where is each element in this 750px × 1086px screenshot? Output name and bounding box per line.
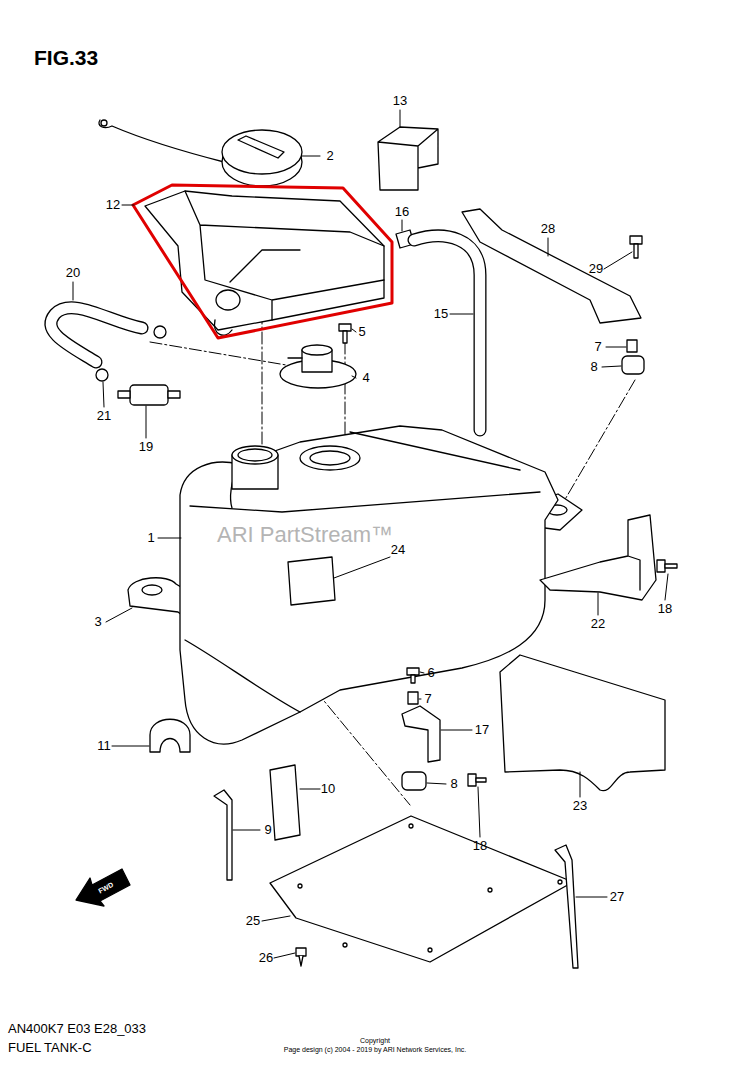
footer-note: Page design (c) 2004 - 2019 by ARI Netwo… [284,1046,466,1054]
stay-bracket [462,209,641,323]
callout-number: 15 [434,307,448,321]
callout-number: 18 [473,839,487,853]
clip [296,948,306,966]
bolt [468,774,486,786]
callout-number: 7 [594,340,601,354]
bolt [339,324,351,343]
label-plate [288,557,335,605]
figure-caption: FUEL TANK-C [8,1041,92,1055]
cable-tie [555,845,578,968]
callout-number: 10 [321,782,335,796]
highlight-outline [133,185,392,338]
callout-number: 17 [475,723,489,737]
callout-number: 21 [97,409,111,423]
callout-number: 13 [393,94,407,108]
bracket [402,706,440,762]
callout-number: 12 [106,198,120,212]
callout-number: 22 [591,617,605,631]
callout-number: 4 [362,371,369,385]
bolt [407,668,419,683]
fuel-filter [118,385,180,405]
callout-number: 6 [427,666,434,680]
callout-number: 26 [259,951,273,965]
collar [627,340,637,352]
bolt [657,560,677,572]
callout-number: 19 [139,440,153,454]
footer-note: AN400K7 E03 E28_033 [8,1022,146,1036]
hose [51,308,142,362]
callout-number: 1 [147,531,154,545]
callout-number: 9 [264,823,271,837]
callout-number: 11 [97,739,111,753]
callout-number: 8 [450,777,457,791]
heat-shield [500,655,665,791]
collar [408,692,418,704]
callout-number: 18 [658,602,672,616]
leader-line [73,110,668,958]
callout-number: 28 [541,222,555,236]
clamp [154,326,166,338]
callout-number: 25 [246,914,260,928]
direction-arrow [76,869,130,906]
cover-part [378,127,438,190]
rubber-part [270,765,300,840]
callout-number: 27 [610,890,624,904]
rubber-part [150,719,190,752]
callout-number: 8 [590,360,597,374]
cushion [622,356,644,374]
watermark: ARI PartStream™ [217,523,393,547]
bolt [630,236,642,258]
pump-flange [280,345,356,388]
cushion [402,772,426,790]
callout-number: 23 [573,799,587,813]
under-plate [270,816,573,962]
callout-number: 16 [395,205,409,219]
footer-note: Copyright [360,1037,390,1045]
callout-number: 20 [66,266,80,280]
callout-number: 7 [424,692,431,706]
bracket [540,515,656,600]
tray-part [145,191,384,335]
callout-number: 29 [589,262,603,276]
clip [214,790,232,880]
callout-number: 3 [94,615,101,629]
hose [414,236,480,430]
callout-number: 5 [358,325,365,339]
clamp [96,369,108,381]
direction-label: FWD [97,881,115,895]
callout-number: 2 [326,149,333,163]
fuel-cap [99,120,302,186]
figure-title: FIG.33 [34,46,98,69]
